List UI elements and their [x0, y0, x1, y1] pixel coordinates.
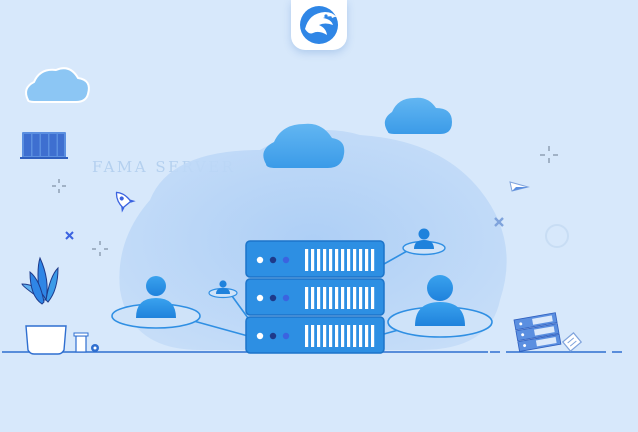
trash-can-icon [73, 332, 99, 353]
person-icon [111, 276, 201, 329]
cross-icon [494, 217, 504, 227]
cloud-icon [384, 97, 452, 134]
eagle-logo-icon [300, 6, 338, 44]
server-unit [245, 278, 385, 316]
sparkle-icon [540, 146, 558, 163]
cross-icon [65, 231, 74, 240]
server-unit [245, 316, 385, 354]
logo-badge[interactable] [291, 0, 347, 50]
plant-icon [21, 256, 67, 355]
tag-icon [561, 332, 583, 352]
sparkle-icon [52, 179, 66, 193]
circle-ring-icon [545, 224, 569, 248]
server-stack-icon [513, 312, 562, 352]
cloud-icon [263, 123, 345, 168]
person-icon [402, 228, 446, 256]
person-icon [387, 275, 493, 338]
server-rack-icon [20, 132, 68, 159]
sparkle-icon [92, 241, 108, 256]
server-unit [245, 240, 385, 278]
cloud-icon [25, 67, 90, 103]
paper-plane-icon [509, 181, 530, 192]
person-icon [208, 280, 238, 299]
rocket-icon [115, 191, 136, 213]
central-server [245, 240, 385, 354]
